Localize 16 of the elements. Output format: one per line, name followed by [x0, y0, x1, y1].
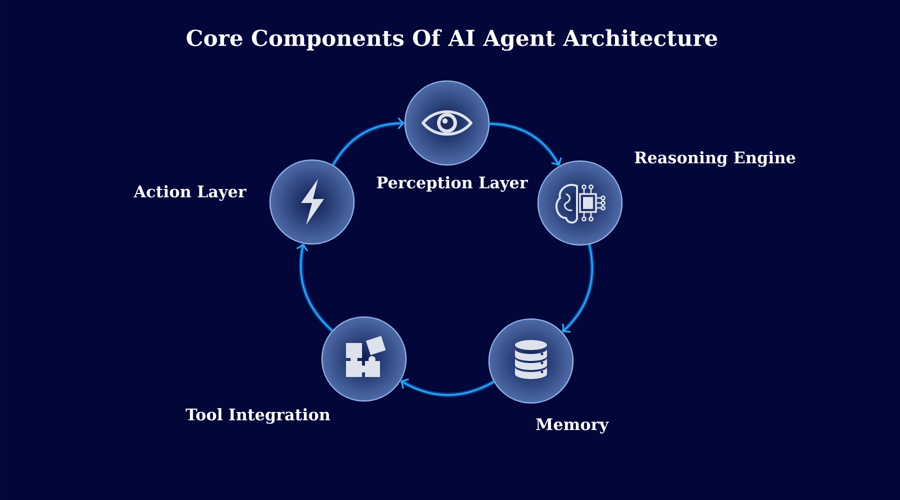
node-label: Memory	[536, 418, 609, 434]
circle-node	[269, 159, 355, 245]
circle-node	[537, 160, 623, 246]
curved-arrow	[560, 244, 594, 334]
curved-arrow	[490, 122, 562, 167]
curved-arrow	[331, 117, 404, 166]
node-label: Action Layer	[134, 185, 246, 201]
node-label: Reasoning Engine	[634, 151, 796, 167]
circle-node	[488, 318, 574, 404]
node-label: Perception Layer	[376, 176, 528, 192]
title: Core Components Of AI Agent Architecture	[186, 29, 718, 51]
circle-node	[321, 316, 407, 402]
curved-arrow	[296, 243, 334, 332]
node-label: Tool Integration	[186, 408, 330, 424]
curved-arrow	[400, 378, 495, 398]
circle-node	[404, 80, 490, 166]
